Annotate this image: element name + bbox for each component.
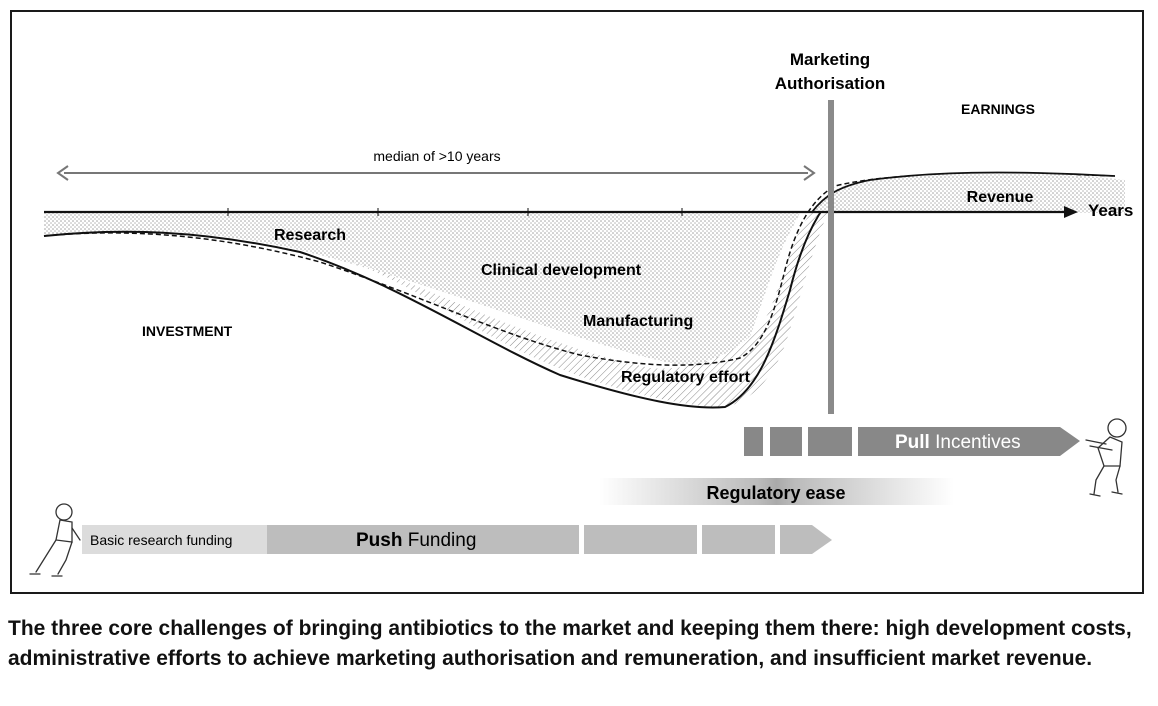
push-funding-bar: Basic research funding Push Funding [82,525,832,554]
figure-caption: The three core challenges of bringing an… [8,617,1132,670]
revenue-label: Revenue [967,189,1034,206]
basic-research-label: Basic research funding [90,532,232,548]
pull-bold: Pull [895,432,930,453]
research-label: Research [274,227,346,244]
research-cost-area [44,213,800,368]
earnings-label: EARNINGS [961,101,1035,117]
person-sitting-figure [29,503,81,577]
axis-arrowhead [1064,206,1078,218]
regulatory-dashed-curve [43,172,1116,366]
pull-incentives-bar: Pull Incentives [744,427,1080,456]
development-cost-area [340,198,830,408]
axis-ticks [227,208,683,216]
revenue-area [812,172,1125,213]
cost-revenue-diagram: Marketing Authorisation EARNINGS median … [29,50,1133,577]
push-rest: Funding [402,530,476,551]
marketing-label-line2: Authorisation [775,74,886,93]
regulatory-ease-label: Regulatory ease [706,483,845,503]
manufacturing-label: Manufacturing [583,313,693,330]
push-bold: Push [356,530,402,551]
investment-curve [43,189,841,409]
marketing-label-line1: Marketing [790,50,870,69]
x-axis-label: Years [1088,201,1133,220]
regulatory-effort-label: Regulatory effort [621,369,751,386]
duration-label: median of >10 years [373,148,500,164]
clinical-development-label: Clinical development [481,262,642,279]
investment-label: INVESTMENT [142,323,233,339]
regulatory-ease-bar [599,478,954,505]
pull-rest: Incentives [930,432,1021,453]
svg-text:Push Funding: Push Funding [356,530,476,551]
person-pulling-figure [1085,418,1127,497]
svg-text:Pull Incentives: Pull Incentives [895,432,1021,453]
duration-arrow [56,165,816,181]
